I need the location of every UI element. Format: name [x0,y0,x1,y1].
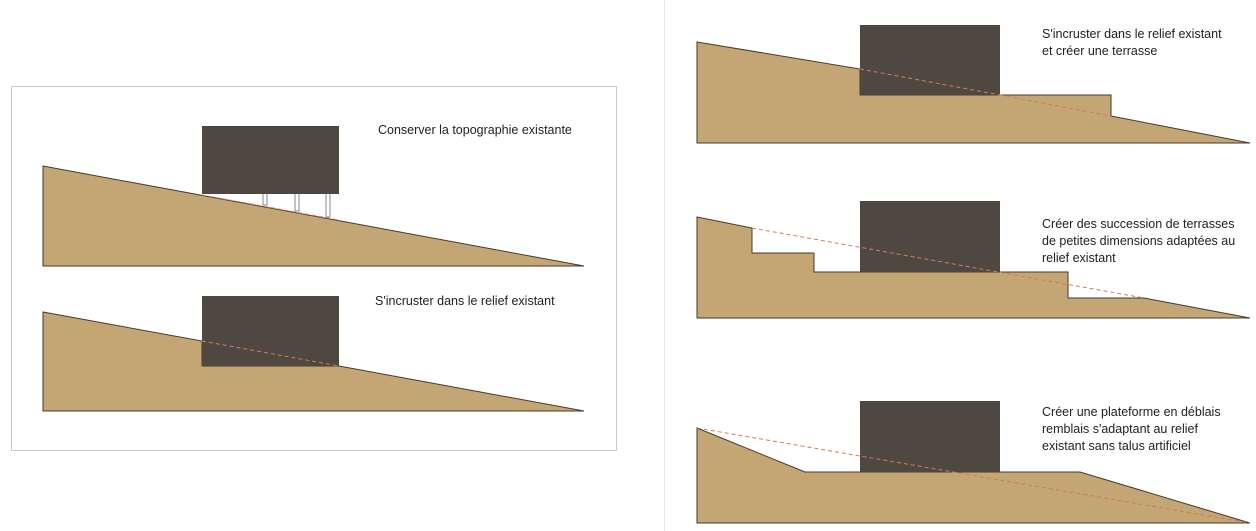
building [860,201,1000,272]
caption-succession: Créer des succession de terrasses de pet… [1042,217,1236,265]
caption-terrasse: S'incruster dans le relief existant et c… [1042,27,1222,58]
left-panel-frame [11,86,617,451]
original-slope-line [859,68,1001,96]
caption-incruster: S'incruster dans le relief existant [375,294,555,308]
building [202,296,339,366]
pilotis-post [325,192,331,218]
scenario-conserve [42,126,585,267]
original-slope-line [201,194,340,221]
scenario-succession [696,201,1251,319]
pilotis-post [262,192,268,206]
scenario-plateforme [696,401,1251,524]
original-slope-line [999,94,1112,117]
caption-plateforme: Créer une plateforme en déblais remblais… [1042,405,1221,453]
pilotis-post [294,192,300,212]
building [202,126,339,194]
scenario-terrasse [696,25,1251,144]
original-slope-line [751,227,1145,299]
column-divider [664,0,665,531]
scenario-incruster [42,296,585,412]
building [860,25,1000,95]
original-slope-line [201,340,340,367]
terrain [696,216,1251,319]
terrain [42,165,585,267]
building [860,401,1000,472]
caption-conserve: Conserver la topographie existante [378,123,572,137]
original-slope-line [696,427,1251,524]
